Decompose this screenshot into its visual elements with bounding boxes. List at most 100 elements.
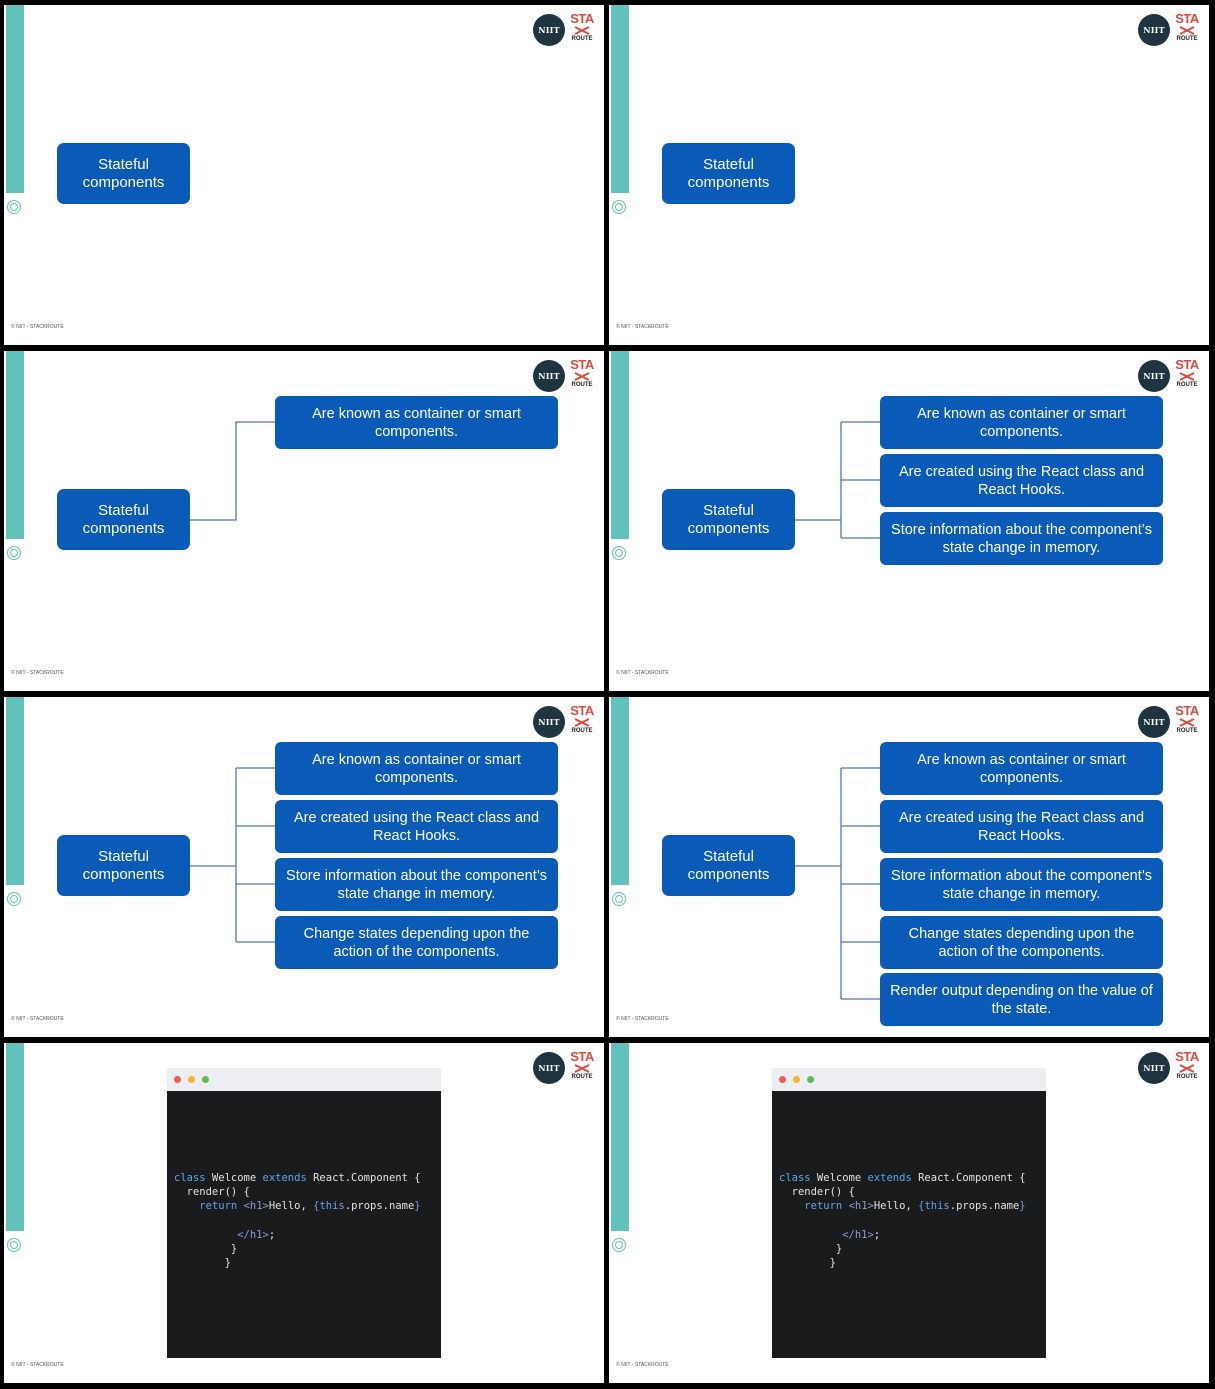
code-token: Welcome <box>810 1172 868 1184</box>
stackroute-logo-top: STA <box>1175 11 1199 26</box>
stackroute-logo-top: STA <box>570 11 594 26</box>
niit-logo: NIIT <box>1138 14 1170 46</box>
stackroute-logo-bottom: ROUTE <box>1176 1074 1198 1080</box>
stackroute-logo: STA ROUTE <box>570 12 594 48</box>
code-token <box>779 1229 842 1241</box>
root-node: Stateful components <box>662 143 795 204</box>
code-window-titlebar <box>167 1068 441 1091</box>
ring-icon <box>7 200 21 214</box>
stackroute-logo-top: STA <box>570 703 594 718</box>
ring-icon <box>7 892 21 906</box>
ring-icon <box>7 546 21 560</box>
branch-node: Are known as container or smart componen… <box>275 396 558 449</box>
stackroute-logo-bottom: ROUTE <box>571 382 593 388</box>
code-token: class <box>779 1172 811 1184</box>
code-token: Welcome <box>205 1172 263 1184</box>
code-token: .props.name <box>344 1200 415 1213</box>
branch-node: Are created using the React class and Re… <box>275 800 558 853</box>
accent-bar <box>6 351 24 539</box>
close-dot-icon <box>779 1076 786 1083</box>
maximize-dot-icon <box>202 1076 209 1083</box>
code-window-titlebar <box>772 1068 1046 1091</box>
minimize-dot-icon <box>188 1076 195 1083</box>
code-token: { <box>313 1200 320 1213</box>
code-token: } <box>414 1200 421 1213</box>
code-token: return <box>199 1200 238 1213</box>
code-token: } <box>1019 1200 1026 1213</box>
branch-node: Are known as container or smart componen… <box>275 742 558 795</box>
niit-logo: NIIT <box>1138 706 1170 738</box>
niit-logo: NIIT <box>533 360 565 392</box>
crossed-arrows-icon <box>574 26 590 35</box>
code-token: render() { <box>174 1186 250 1199</box>
stackroute-logo-bottom: ROUTE <box>1176 36 1198 42</box>
stackroute-logo-top: STA <box>1175 1049 1199 1064</box>
branch-node: Are known as container or smart componen… <box>880 396 1163 449</box>
copyright-footer: © NIIT - STACKROUTE <box>616 670 669 676</box>
copyright-footer: © NIIT - STACKROUTE <box>11 1016 64 1022</box>
code-token: .props.name <box>949 1200 1020 1213</box>
code-token: { <box>918 1200 925 1213</box>
code-token: Hello, <box>268 1200 314 1213</box>
code-token <box>779 1200 804 1212</box>
stackroute-logo-bottom: ROUTE <box>571 728 593 734</box>
code-token: } <box>174 1243 238 1256</box>
crossed-arrows-icon <box>574 372 590 381</box>
root-node: Stateful components <box>57 835 190 896</box>
connector-lines <box>795 421 880 539</box>
branch-node: Are known as container or smart componen… <box>880 742 1163 795</box>
crossed-arrows-icon <box>1179 718 1195 727</box>
stackroute-logo-bottom: ROUTE <box>571 36 593 42</box>
crossed-arrows-icon <box>1179 26 1195 35</box>
stackroute-logo-bottom: ROUTE <box>571 1074 593 1080</box>
connector-lines <box>190 767 275 943</box>
crossed-arrows-icon <box>1179 372 1195 381</box>
accent-bar <box>611 351 629 539</box>
code-token: } <box>779 1257 836 1270</box>
niit-logo: NIIT <box>533 14 565 46</box>
code-token: React.Component { <box>306 1172 421 1184</box>
ring-icon <box>612 1238 626 1252</box>
code-token: extends <box>867 1172 912 1184</box>
branch-node: Store information about the component’s … <box>880 858 1163 911</box>
code-token: React.Component { <box>911 1172 1026 1184</box>
minimize-dot-icon <box>793 1076 800 1083</box>
code-editor: class Welcome extends React.Component { … <box>167 1091 441 1358</box>
branch-node: Store information about the component’s … <box>880 512 1163 565</box>
stackroute-logo-top: STA <box>570 357 594 372</box>
code-token: class <box>174 1172 206 1184</box>
code-token: ; <box>268 1228 276 1241</box>
copyright-footer: © NIIT - STACKROUTE <box>616 1016 669 1022</box>
code-token <box>174 1229 237 1241</box>
code-block: class Welcome extends React.Component { … <box>174 1171 421 1270</box>
code-token: </h1> <box>842 1228 874 1241</box>
accent-bar <box>611 1043 629 1231</box>
stackroute-logo-top: STA <box>1175 703 1199 718</box>
accent-bar <box>611 5 629 193</box>
ring-icon <box>612 546 626 560</box>
code-token: Hello, <box>873 1200 919 1213</box>
code-token <box>174 1200 199 1212</box>
stackroute-logo: STA ROUTE <box>570 358 594 394</box>
stackroute-logo-top: STA <box>1175 357 1199 372</box>
code-token: return <box>804 1200 843 1213</box>
crossed-arrows-icon <box>574 1064 590 1073</box>
ring-icon <box>7 1238 21 1252</box>
code-token: render() { <box>779 1186 855 1199</box>
code-window: class Welcome extends React.Component { … <box>167 1068 441 1358</box>
stackroute-logo: STA ROUTE <box>1175 1050 1199 1086</box>
stackroute-logo-top: STA <box>570 1049 594 1064</box>
maximize-dot-icon <box>807 1076 814 1083</box>
code-editor: class Welcome extends React.Component { … <box>772 1091 1046 1358</box>
connector-lines <box>795 767 880 1000</box>
copyright-footer: © NIIT - STACKROUTE <box>616 1362 669 1368</box>
stackroute-logo-bottom: ROUTE <box>1176 382 1198 388</box>
code-window: class Welcome extends React.Component { … <box>772 1068 1046 1358</box>
code-token: } <box>174 1257 231 1270</box>
ring-icon <box>612 200 626 214</box>
